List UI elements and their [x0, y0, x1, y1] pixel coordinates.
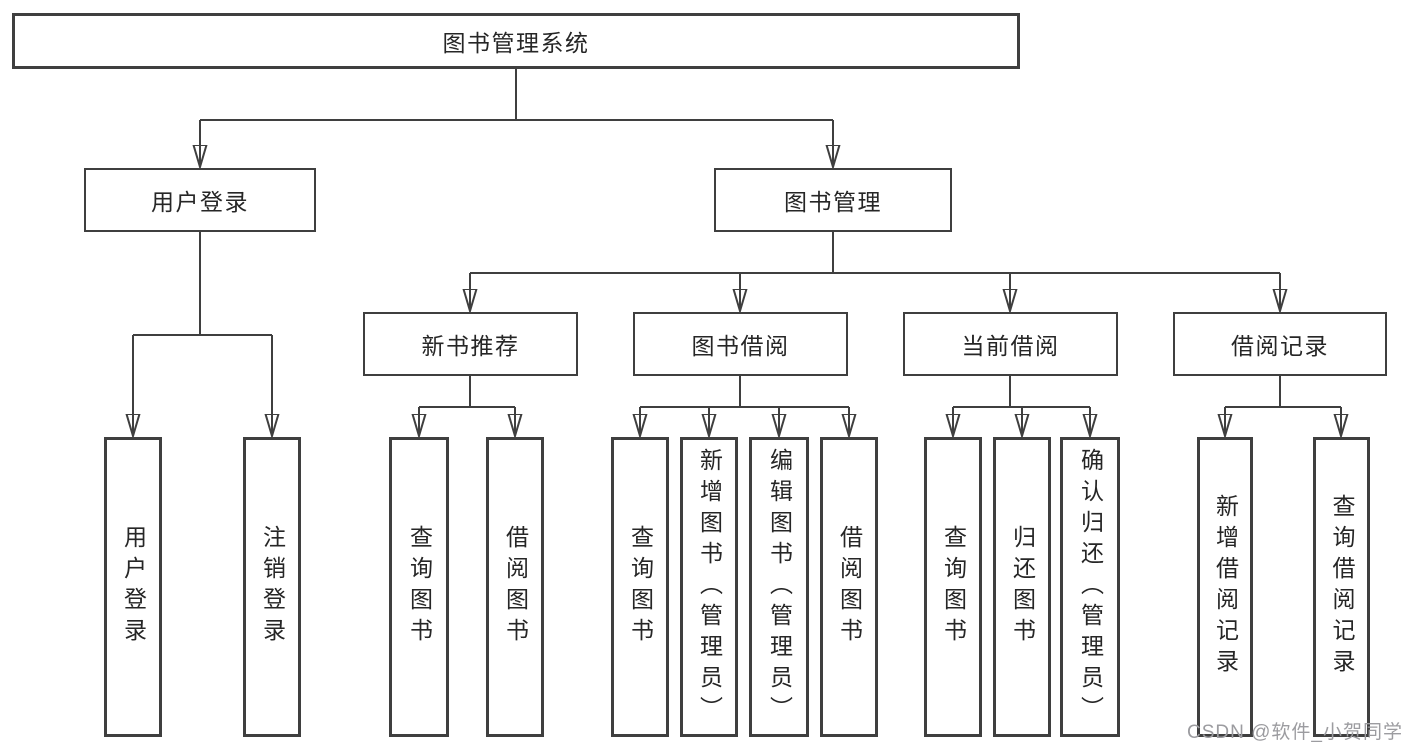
- leaf-br-add-record-label: 新增借阅记录: [1212, 494, 1239, 680]
- leaf-bb-borrow-books-label: 借阅图书: [836, 525, 863, 649]
- connector-book-management-trunk: [470, 232, 1280, 274]
- leaf-bb-query-books: 查询图书: [611, 437, 669, 737]
- node-root-system: 图书管理系统: [12, 13, 1020, 69]
- connector-borrow-records-trunk: [1225, 376, 1341, 408]
- leaf-bb-add-books-admin-label: 新增图书（管理员）: [696, 447, 723, 727]
- leaf-nb-borrow-books-label: 借阅图书: [502, 525, 529, 649]
- node-book-borrow-label: 图书借阅: [691, 333, 790, 359]
- leaf-cb-query-books: 查询图书: [924, 437, 982, 737]
- node-current-borrow: 当前借阅: [903, 312, 1118, 376]
- node-new-book-recommend-label: 新书推荐: [421, 333, 520, 359]
- leaf-br-query-record-label: 查询借阅记录: [1329, 494, 1355, 680]
- connector-user-login-trunk: [133, 232, 272, 336]
- leaf-logout-label: 注销登录: [259, 525, 286, 649]
- node-root-label: 图书管理系统: [442, 30, 590, 56]
- leaf-cb-return-books: 归还图书: [993, 437, 1051, 737]
- leaf-bb-add-books-admin: 新增图书（管理员）: [680, 437, 738, 737]
- leaf-bb-edit-books-admin: 编辑图书（管理员）: [749, 437, 809, 737]
- connector-book-borrow-trunk: [640, 376, 849, 408]
- leaf-user-login-label: 用户登录: [120, 525, 147, 649]
- leaf-cb-confirm-return-admin: 确认归还（管理员）: [1060, 437, 1120, 737]
- node-book-management-label: 图书管理: [784, 189, 882, 215]
- node-book-management: 图书管理: [714, 168, 952, 232]
- node-borrow-records-label: 借阅记录: [1231, 333, 1329, 359]
- leaf-bb-edit-books-admin-label: 编辑图书（管理员）: [766, 447, 793, 727]
- leaf-cb-confirm-return-admin-label: 确认归还（管理员）: [1077, 447, 1104, 727]
- node-user-login-label: 用户登录: [151, 189, 249, 215]
- leaf-br-query-record: 查询借阅记录: [1313, 437, 1370, 737]
- leaf-bb-borrow-books: 借阅图书: [820, 437, 878, 737]
- leaf-bb-query-books-label: 查询图书: [627, 525, 654, 649]
- leaf-cb-return-books-label: 归还图书: [1009, 525, 1036, 649]
- leaf-cb-query-books-label: 查询图书: [940, 525, 967, 649]
- leaf-br-add-record: 新增借阅记录: [1197, 437, 1253, 737]
- leaf-nb-query-books-label: 查询图书: [406, 525, 433, 649]
- leaf-logout: 注销登录: [243, 437, 301, 737]
- node-borrow-records: 借阅记录: [1173, 312, 1387, 376]
- node-book-borrow: 图书借阅: [633, 312, 848, 376]
- leaf-nb-borrow-books: 借阅图书: [486, 437, 544, 737]
- node-new-book-recommend: 新书推荐: [363, 312, 578, 376]
- csdn-watermark: CSDN @软件_小贺同学: [1187, 722, 1403, 743]
- connector-new-book-trunk: [419, 376, 515, 408]
- node-user-login: 用户登录: [84, 168, 316, 232]
- leaf-nb-query-books: 查询图书: [389, 437, 449, 737]
- connector-root-trunk: [200, 69, 833, 121]
- connector-current-borrow-trunk: [953, 376, 1090, 408]
- leaf-user-login: 用户登录: [104, 437, 162, 737]
- node-current-borrow-label: 当前借阅: [961, 333, 1060, 359]
